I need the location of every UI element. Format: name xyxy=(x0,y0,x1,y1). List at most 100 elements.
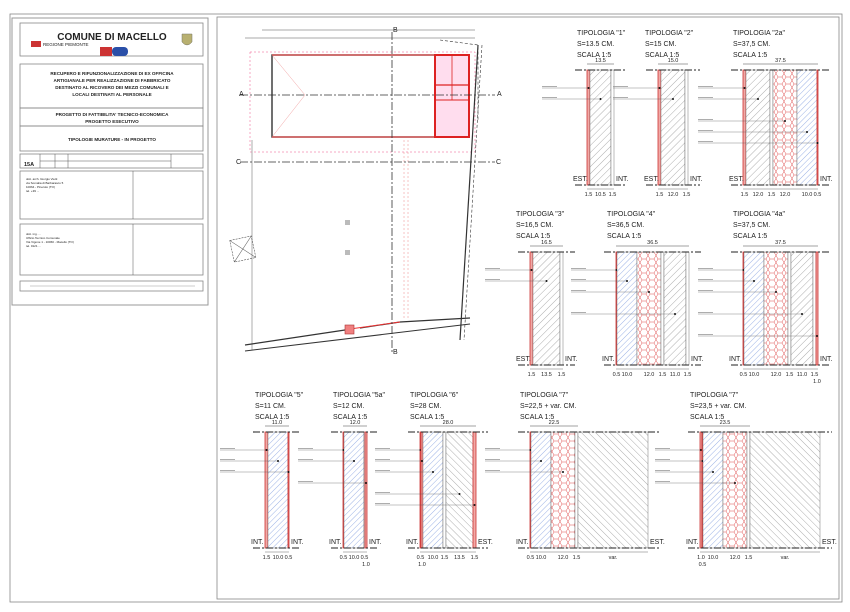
rup-box: dott. ing. ... Ufficio Tecnico Comunale … xyxy=(19,223,204,276)
wall-layer-hex xyxy=(772,69,798,186)
typology-title: TIPOLOGIA "7" xyxy=(690,392,739,399)
typology-scale: SCALA 1:5 xyxy=(645,52,679,59)
wall-layer-blue xyxy=(422,431,444,549)
typology-title: TIPOLOGIA "4" xyxy=(607,211,656,218)
wall-layer-red xyxy=(287,431,290,549)
total-dimension-label: 11.0 xyxy=(272,420,282,426)
leader-dot xyxy=(540,460,542,462)
typology-scale: SCALA 1:5 xyxy=(333,414,367,421)
project-phase: PROGETTO DI FATTIBILITA' TECNICO-ECONOMI… xyxy=(56,112,170,124)
leader-dot xyxy=(365,482,367,484)
side-label-right: INT. xyxy=(369,539,382,546)
layer-dimension-label: 0.5 xyxy=(285,555,293,561)
svg-text:Via Vigone 1 - 10060 - Macello: Via Vigone 1 - 10060 - Macello (TO) xyxy=(26,240,74,244)
layer-dimension-label: 1.5 xyxy=(573,555,581,561)
leader-dot xyxy=(816,142,819,144)
typology-thickness: S=23,5 + var. CM. xyxy=(690,403,746,410)
side-label-left: EST. xyxy=(644,176,659,183)
leader-dot xyxy=(626,280,628,282)
typology-thickness: S=16,5 CM. xyxy=(516,222,553,229)
typology-thickness: S=12 CM. xyxy=(333,403,364,410)
side-label-right: EST. xyxy=(822,539,837,546)
layer-dimension-label: 1.5 xyxy=(528,372,536,378)
layer-dimension-label: 1.5 xyxy=(441,555,449,561)
footer-note-strip xyxy=(19,280,204,292)
leader-dot xyxy=(801,313,803,315)
leader-dot xyxy=(658,87,661,89)
wall-layer-blue xyxy=(796,69,818,186)
typology-title: TIPOLOGIA "3" xyxy=(516,211,565,218)
side-label-left: INT. xyxy=(516,539,529,546)
typology-scale: SCALA 1:5 xyxy=(516,233,550,240)
wall-layer-blue xyxy=(267,431,289,549)
wall-layer-red xyxy=(364,431,368,549)
wall-layer-hex xyxy=(550,431,576,549)
leader-dot xyxy=(562,471,564,473)
layer-dimension-label: 10.0 xyxy=(273,555,284,561)
total-dimension-label: 13.5 xyxy=(595,58,606,64)
layer-dimension-label: 12.0 xyxy=(730,555,741,561)
typology-title: TIPOLOGIA "6" xyxy=(410,392,459,399)
wall-layer-hex xyxy=(722,431,748,549)
side-label-left: INT. xyxy=(686,539,699,546)
wall-layer-blue xyxy=(343,431,365,549)
layer-dimension-label: 10.0 xyxy=(749,372,760,378)
layer-dimension-label: 1.5 xyxy=(745,555,753,561)
typology-thickness: S=15 CM. xyxy=(645,41,676,48)
layer-dimension-sublabel: 0.5 xyxy=(699,562,707,568)
wall-layer-hex xyxy=(763,251,789,366)
total-dimension-label: 23.5 xyxy=(720,420,731,426)
leader-dot xyxy=(432,471,434,473)
wall-layer-white xyxy=(685,251,690,366)
wall-layer-hex xyxy=(636,251,662,366)
wall-layer-red xyxy=(420,431,424,549)
svg-text:PROGETTO ESECUTIVO: PROGETTO ESECUTIVO xyxy=(85,119,139,124)
layer-dimension-label: 0.5 xyxy=(740,372,748,378)
typology-scale: SCALA 1:5 xyxy=(690,414,724,421)
tree-symbol xyxy=(229,235,257,263)
leader-dot xyxy=(734,482,736,484)
svg-text:DESTINATO AL RICOVERO DEI MEZZ: DESTINATO AL RICOVERO DEI MEZZI COMUNALI… xyxy=(55,85,168,90)
wall-layer-white xyxy=(442,431,447,549)
wall-layer-gray xyxy=(745,69,771,186)
layer-dimension-label: 0.5 xyxy=(613,372,621,378)
leader-dot xyxy=(757,98,759,100)
layer-dimension-label: 10.0 xyxy=(349,555,360,561)
layer-dimension-label: 10.0 xyxy=(428,555,439,561)
svg-text:via Somalia di Barbarasco 5: via Somalia di Barbarasco 5 xyxy=(26,181,64,185)
layer-dimension-sublabel: 1.0 xyxy=(813,379,821,385)
layer-dimension-label: 1.5 xyxy=(585,192,593,198)
leader-dot xyxy=(784,120,786,122)
layer-dimension-label: 1.0 xyxy=(697,555,705,561)
wall-layer-gray xyxy=(660,69,686,186)
typology-scale: SCALA 1:5 xyxy=(577,52,611,59)
layer-dimension-label: 10.0 xyxy=(708,555,719,561)
svg-text:10064 - Pinerolo (TO): 10064 - Pinerolo (TO) xyxy=(26,185,55,189)
wall-layer-gray xyxy=(663,251,687,366)
wall-layer-gray xyxy=(589,69,612,186)
layer-dimension-label: 12.0 xyxy=(771,372,782,378)
layer-dimension-label: 1.5 xyxy=(683,192,691,198)
leader-dot xyxy=(545,280,548,282)
typology-title: TIPOLOGIA "2" xyxy=(645,30,694,37)
layer-dimension-label: 13.5 xyxy=(454,555,465,561)
municipal-crest-icon xyxy=(181,33,193,46)
layer-dimension-label: 10.5 xyxy=(595,192,606,198)
sheet-info-table: 15A xyxy=(19,153,204,169)
wall-layer-red xyxy=(472,431,477,549)
title-block: REGIONE PIEMONTE COMUNE DI MACELLO RECUP… xyxy=(11,17,209,306)
layer-dimension-sublabel: 1.0 xyxy=(418,562,426,568)
layer-dimension-label: 1.5 xyxy=(263,555,271,561)
wall-layer-gray2 xyxy=(577,431,649,549)
layer-dimension-label: 1.5 xyxy=(786,372,794,378)
typology-t7: TIPOLOGIA "7"S=22,5 + var. CM.SCALA 1:52… xyxy=(485,392,665,561)
typology-thickness: S=11 CM. xyxy=(255,403,286,410)
wall-layer-white xyxy=(684,69,689,186)
typology-title: TIPOLOGIA "5a" xyxy=(333,392,386,399)
leader-dot xyxy=(743,87,746,89)
